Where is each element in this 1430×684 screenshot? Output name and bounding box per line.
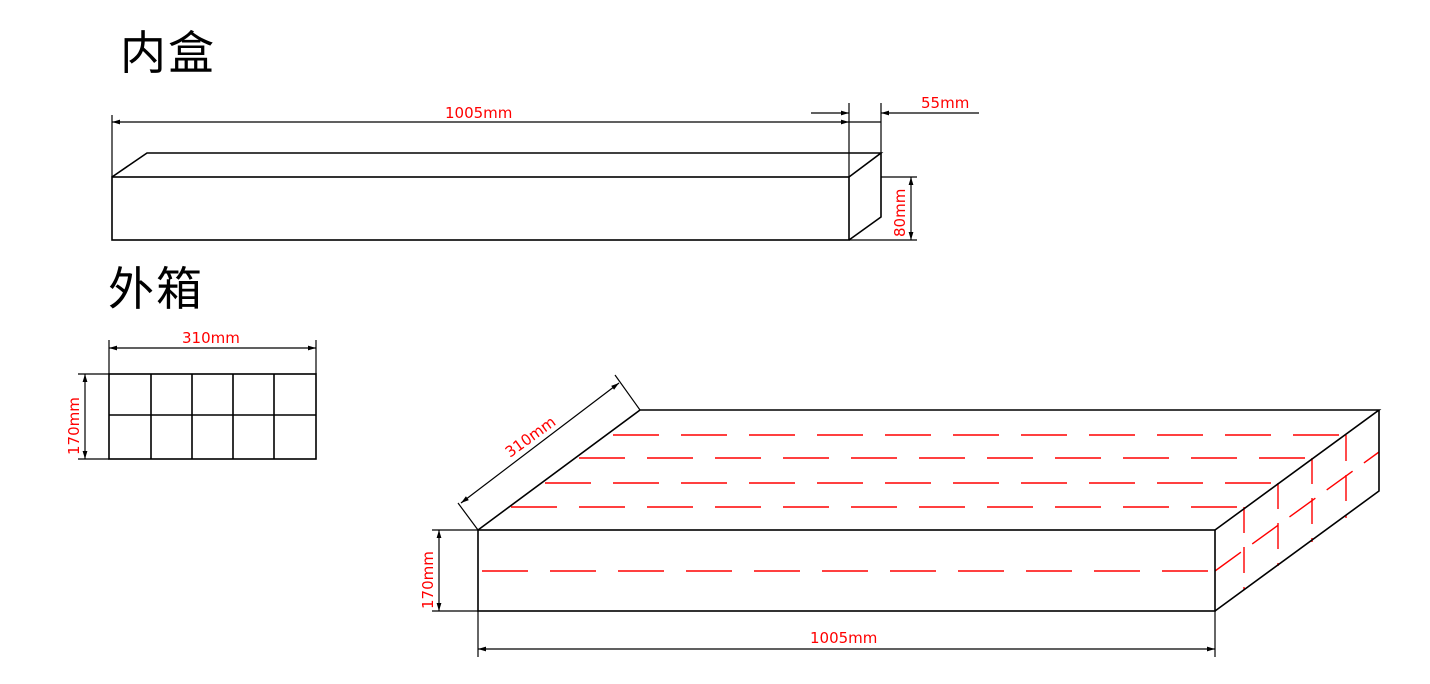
iso-depth-dimension-line [460,382,620,504]
inner-box-title: 内盒 [120,26,216,80]
inner-box-top-face [111,152,884,178]
iso-side-face [1214,410,1380,612]
inner-depth-label: 55mm [921,94,969,112]
inner-box-side-face [848,153,882,241]
inner-length-label: 1005mm [445,104,512,122]
hidden-lines [482,434,1380,590]
iso-front-face [477,529,1216,612]
iso-depth-label: 310mm [502,413,559,462]
outer-box-isometric: 310mm 170mm 1005mm [419,374,1382,657]
inner-height-label: 80mm [891,189,909,237]
iso-depth-extension-back [614,374,641,411]
iso-depth-extension-front [457,502,479,531]
iso-length-label: 1005mm [810,629,877,647]
front-width-label: 310mm [182,329,240,347]
outer-box-front-view: 310mm 170mm [65,329,317,460]
hidden-side-midline [1214,451,1380,572]
front-height-label: 170mm [65,397,83,455]
outer-front-outline [108,373,317,460]
iso-height-label: 170mm [419,551,437,609]
inner-box: 1005mm 55mm 80mm [111,94,979,241]
outer-box-title: 外箱 [108,262,204,316]
inner-box-front-face [111,176,850,241]
